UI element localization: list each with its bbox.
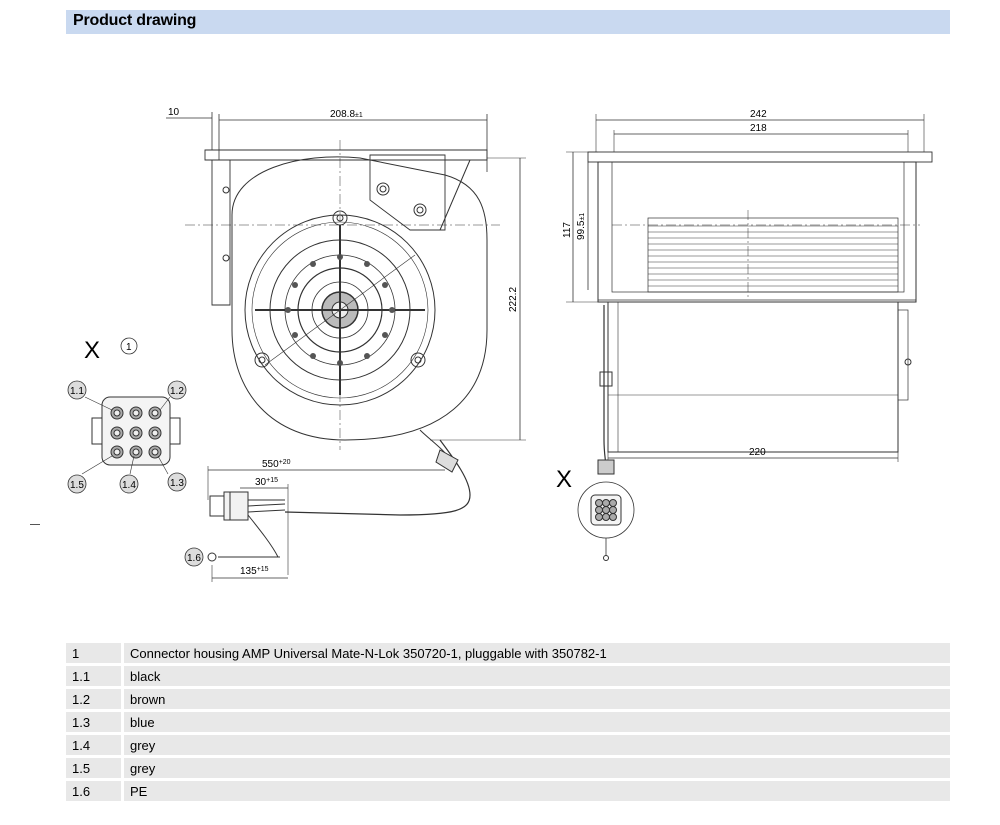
- dim-inner-height: 99.5: [576, 220, 587, 240]
- product-drawing: 10 208.8±1: [67, 107, 933, 582]
- connector-detail: X 1 1.1 1.2 1.3 1.4 1.5: [67, 337, 187, 494]
- pe-label: 1.6: [187, 553, 201, 564]
- svg-text:30+15: 30+15: [255, 477, 278, 488]
- legend-number: 1.1: [66, 666, 121, 686]
- svg-text:135+15: 135+15: [240, 566, 269, 577]
- dim-top-width: 208.8: [330, 109, 355, 120]
- cable-length-tol: +20: [279, 459, 291, 466]
- strip-length: 30: [255, 477, 267, 488]
- dim-height-right: 117: [562, 222, 573, 238]
- table-row: 1.2 brown: [66, 689, 950, 709]
- legend-description: black: [121, 666, 950, 686]
- dim-height: 222.2: [508, 287, 519, 312]
- pin-1-2: 1.2: [170, 386, 184, 397]
- pin-1-3: 1.3: [170, 478, 184, 489]
- table-row: 1.5 grey: [66, 758, 950, 778]
- detail-ref: 1: [126, 342, 132, 353]
- legend-description: PE: [121, 781, 950, 801]
- pin-1-1: 1.1: [70, 386, 84, 397]
- legend-description: grey: [121, 758, 950, 778]
- fan-side-view: 242 218: [556, 109, 933, 561]
- svg-text:99.5±1: 99.5±1: [576, 213, 587, 240]
- legend-number: 1.4: [66, 735, 121, 755]
- detail-marker: X: [84, 337, 100, 364]
- legend-number: 1.6: [66, 781, 121, 801]
- pe-length-tol: +15: [257, 566, 269, 573]
- table-row: 1.3 blue: [66, 712, 950, 732]
- svg-text:550+20: 550+20: [262, 459, 291, 470]
- strip-length-tol: +15: [266, 477, 278, 484]
- legend-description: Connector housing AMP Universal Mate-N-L…: [121, 643, 950, 663]
- dim-top-small: 10: [168, 107, 180, 118]
- cable-length: 550: [262, 459, 279, 470]
- pin-1-5: 1.5: [70, 480, 84, 491]
- table-row: 1.1 black: [66, 666, 950, 686]
- legend-number: 1.2: [66, 689, 121, 709]
- legend-description: brown: [121, 689, 950, 709]
- legend-description: grey: [121, 735, 950, 755]
- section-title: Product drawing: [73, 12, 197, 29]
- dim-overall: 242: [750, 109, 767, 120]
- legend-number: 1.3: [66, 712, 121, 732]
- dim-inner-height-tol: ±1: [579, 213, 586, 221]
- fan-front-view: 10 208.8±1: [166, 107, 526, 582]
- legend-table: 1 Connector housing AMP Universal Mate-N…: [66, 640, 950, 804]
- svg-text:208.8±1: 208.8±1: [330, 109, 363, 120]
- section-header: Product drawing: [66, 10, 950, 34]
- side-marker: X: [556, 466, 572, 493]
- table-row: 1.4 grey: [66, 735, 950, 755]
- dim-inner: 218: [750, 123, 767, 134]
- legend-description: blue: [121, 712, 950, 732]
- dim-top-width-tol: ±1: [355, 112, 363, 119]
- legend-number: 1: [66, 643, 121, 663]
- dim-bottom: 220: [749, 447, 766, 458]
- table-row: 1.6 PE: [66, 781, 950, 801]
- legend-number: 1.5: [66, 758, 121, 778]
- table-row: 1 Connector housing AMP Universal Mate-N…: [66, 643, 950, 663]
- pin-1-4: 1.4: [122, 480, 136, 491]
- margin-mark: [30, 524, 40, 525]
- pe-length: 135: [240, 566, 257, 577]
